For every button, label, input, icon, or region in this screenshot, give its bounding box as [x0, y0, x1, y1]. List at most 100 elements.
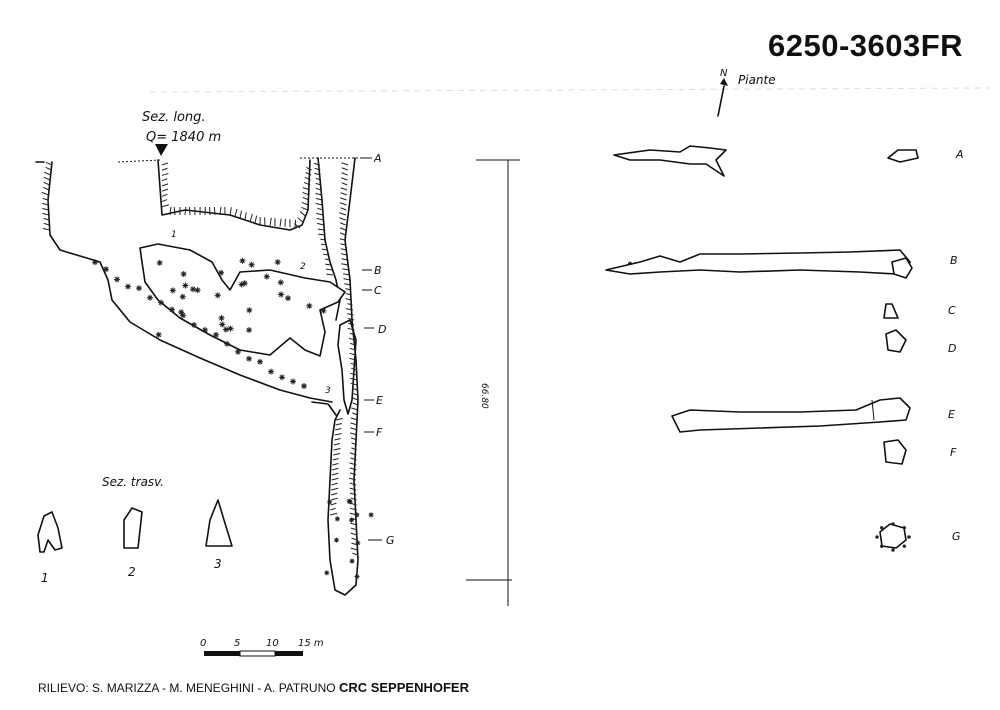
rock-hatch-mark	[324, 258, 331, 261]
rock-hatch-mark	[161, 188, 169, 192]
rock-hatch-mark	[42, 207, 49, 211]
scale-tick-15m: 15 m	[298, 638, 324, 649]
boulder-symbol	[169, 306, 175, 313]
boulder-symbol	[125, 283, 131, 290]
rock-hatch-mark	[339, 212, 347, 216]
boulder-symbol	[238, 281, 245, 288]
rock-hatch-mark	[316, 222, 324, 226]
rock-hatch-mark	[349, 472, 357, 476]
rock-hatch-mark	[335, 427, 342, 431]
rock-hatch-mark	[350, 547, 358, 551]
rock-hatch-mark	[161, 183, 169, 187]
rock-hatch-mark	[341, 263, 349, 266]
boulder-symbol	[902, 544, 907, 548]
rock-hatch-mark	[339, 232, 346, 236]
boulder-symbol	[274, 259, 281, 266]
rock-hatch-mark	[349, 502, 357, 506]
boulder-symbol	[248, 261, 255, 268]
boulder-symbol	[879, 526, 884, 530]
rock-hatch-mark	[301, 202, 309, 206]
north-label: N	[720, 68, 728, 79]
rock-hatch-mark	[350, 522, 358, 526]
depth-dimension: 66.80	[466, 159, 520, 606]
rock-hatch-mark	[316, 217, 324, 221]
rock-hatch-mark	[332, 457, 339, 461]
long-letter-d: D	[378, 323, 386, 336]
rock-hatch-mark	[334, 432, 342, 436]
rock-hatch-mark	[330, 507, 336, 511]
boulder-symbol	[257, 358, 263, 365]
rock-hatch-mark	[349, 487, 357, 491]
rock-hatch-mark	[333, 442, 341, 446]
rock-hatch-mark	[351, 442, 358, 446]
rock-hatch-mark	[317, 207, 323, 211]
long-letter-c: C	[374, 284, 382, 297]
long-letter-a: A	[373, 152, 382, 165]
long-letter-g: G	[386, 534, 395, 547]
boulder-symbol	[891, 522, 895, 526]
rock-hatch-mark	[349, 477, 357, 481]
rock-hatch-mark	[335, 422, 343, 426]
rock-hatch-mark	[249, 213, 253, 222]
boulder-symbol	[346, 498, 352, 504]
plan-letter-f: F	[950, 446, 957, 459]
rock-hatch-mark	[219, 206, 222, 216]
rock-hatch-mark	[161, 204, 170, 208]
rock-hatch-mark	[349, 332, 355, 336]
rock-hatch-mark	[349, 462, 357, 466]
boulder-symbol	[239, 257, 246, 264]
rock-hatch-mark	[341, 182, 348, 186]
boulder-symbol	[349, 558, 355, 564]
boulder-symbol	[279, 374, 285, 381]
rock-hatch-mark	[348, 337, 356, 341]
boulder-symbol	[180, 271, 187, 278]
chamber-number-1: 1	[171, 230, 177, 240]
boulder-symbol	[306, 302, 313, 309]
rock-hatch-mark	[301, 207, 309, 211]
boulder-symbol	[213, 331, 219, 338]
rock-hatch-mark	[161, 199, 168, 203]
long-letter-e: E	[376, 394, 383, 407]
rock-hatch-mark	[43, 222, 50, 226]
boulder-symbol	[285, 295, 292, 302]
rock-hatch-mark	[315, 197, 323, 201]
rock-hatch-mark	[229, 207, 232, 216]
altitude-marker-icon	[155, 144, 168, 156]
plan-title: Piante	[738, 73, 776, 87]
long-letter-f: F	[376, 426, 383, 439]
boulder-symbol	[92, 259, 98, 266]
boulder-symbol	[189, 286, 196, 293]
rock-hatch-mark	[350, 362, 357, 366]
boulder-symbol	[263, 273, 270, 280]
rock-hatch-mark	[341, 253, 347, 256]
rock-hatch-mark	[351, 447, 357, 451]
boulder-symbol	[156, 259, 163, 266]
rock-hatch-mark	[349, 452, 357, 456]
rock-hatch-mark	[350, 532, 358, 536]
rock-hatch-mark	[42, 202, 49, 206]
rock-hatch-mark	[348, 317, 355, 321]
rock-hatch-mark	[330, 502, 337, 506]
rock-hatch-mark	[188, 206, 191, 216]
rock-hatch-mark	[341, 162, 349, 166]
rock-hatch-mark	[350, 372, 357, 376]
boulder-symbol	[875, 535, 879, 539]
boulder-symbol	[278, 291, 285, 298]
boulder-symbol	[218, 315, 225, 322]
rock-hatch-mark	[330, 497, 338, 501]
plan-letter-e: E	[948, 408, 955, 421]
rock-hatch-mark	[331, 487, 339, 491]
rock-hatch-mark	[173, 206, 176, 216]
rock-hatch-mark	[305, 172, 312, 176]
rock-hatch-mark	[239, 210, 243, 219]
rock-hatch-mark	[302, 197, 310, 201]
rock-hatch-mark	[334, 437, 341, 441]
rock-hatch-mark	[331, 482, 338, 486]
rock-hatch-mark	[331, 467, 339, 471]
rock-hatch-mark	[339, 217, 346, 221]
boulder-symbol	[907, 535, 911, 539]
rock-hatch-mark	[325, 263, 332, 266]
rock-hatch-mark	[342, 268, 349, 271]
rock-hatch-mark	[350, 422, 358, 426]
